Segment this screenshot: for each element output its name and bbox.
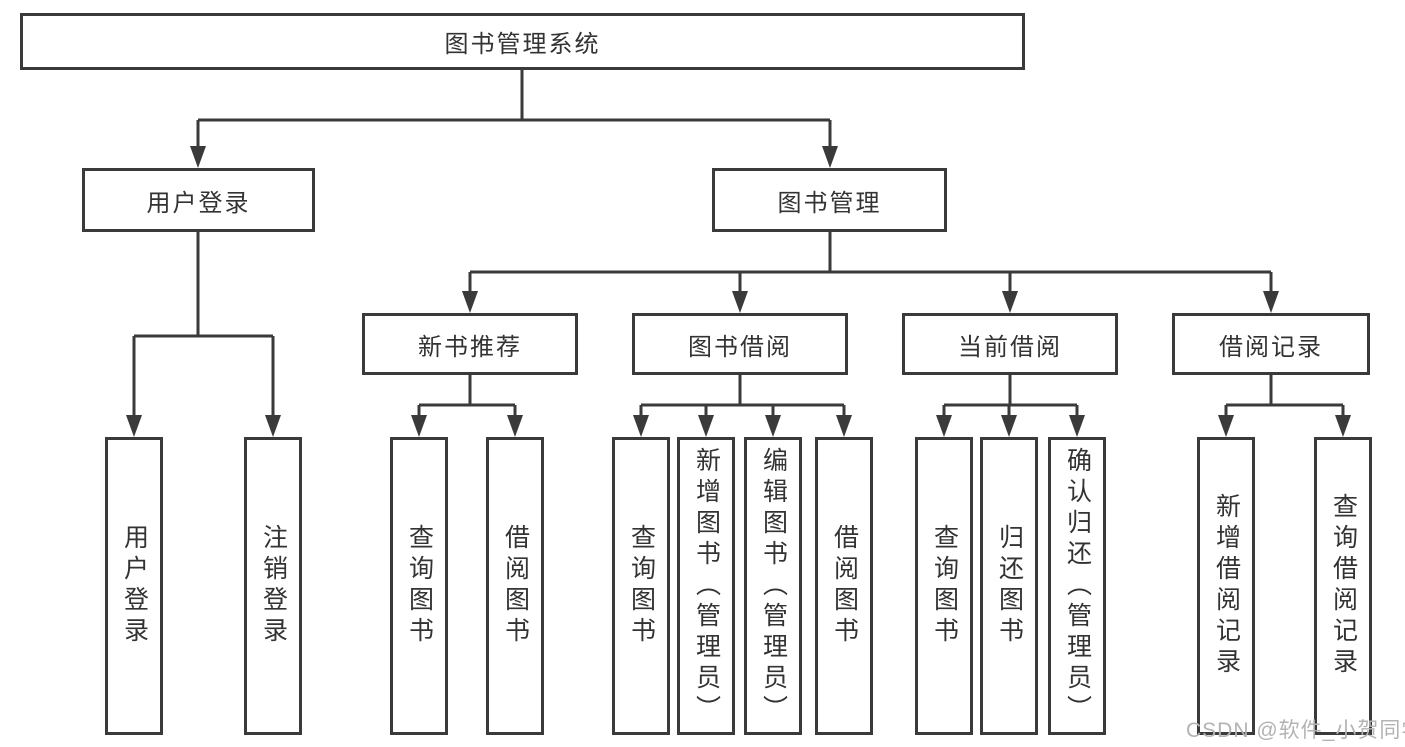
node-label: 编辑图书（管理员） (759, 446, 788, 726)
node-label: 图书管理 (777, 189, 882, 217)
node-label: 新书推荐 (418, 333, 522, 361)
connector-borrow-children (633, 375, 852, 437)
arrowhead-icon (1218, 415, 1234, 437)
connector-root-to-level2 (190, 70, 838, 168)
leaf-query-borrow-record: 查询借阅记录 (1314, 437, 1372, 735)
leaf-query-books: 查询图书 (390, 437, 448, 735)
node-label: 新增图书（管理员） (692, 446, 721, 726)
arrowhead-icon (265, 415, 281, 437)
node-label: 用户登录 (120, 524, 149, 648)
node-book-management: 图书管理 (712, 168, 947, 232)
arrowhead-icon (462, 291, 478, 313)
node-label: 借阅记录 (1219, 333, 1323, 361)
arrowhead-icon (836, 415, 852, 437)
arrowhead-icon (1263, 291, 1279, 313)
arrowhead-icon (1002, 291, 1018, 313)
leaf-query-books: 查询图书 (612, 437, 670, 735)
arrowhead-icon (1069, 415, 1085, 437)
arrowhead-icon (822, 146, 838, 168)
arrowhead-icon (1001, 415, 1017, 437)
connector-new-rec-children (411, 375, 523, 437)
connector-user-login-children (126, 232, 281, 437)
node-label: 图书管理系统 (444, 31, 601, 58)
node-label: 图书借阅 (688, 333, 792, 361)
leaf-logout: 注销登录 (244, 437, 302, 735)
node-label: 查询借阅记录 (1329, 493, 1358, 679)
node-label: 确认归还（管理员） (1063, 446, 1092, 726)
leaf-confirm-return-admin: 确认归还（管理员） (1048, 437, 1106, 735)
leaf-borrow-books: 借阅图书 (815, 437, 873, 735)
node-label: 查询图书 (405, 524, 434, 648)
node-library-system: 图书管理系统 (20, 13, 1025, 70)
csdn-watermark: CSDN @软件_小贺同学 (1186, 719, 1405, 742)
arrowhead-icon (732, 291, 748, 313)
node-label: 当前借阅 (958, 333, 1062, 361)
node-borrow-records: 借阅记录 (1172, 313, 1370, 375)
node-label: 借阅图书 (501, 524, 530, 648)
node-label: 新增借阅记录 (1212, 493, 1241, 679)
arrowhead-icon (190, 146, 206, 168)
leaf-borrow-books: 借阅图书 (486, 437, 544, 735)
arrowhead-icon (507, 415, 523, 437)
arrowhead-icon (411, 415, 427, 437)
leaf-add-books-admin: 新增图书（管理员） (677, 437, 735, 735)
leaf-query-books: 查询图书 (915, 437, 973, 735)
leaf-user-login: 用户登录 (105, 437, 163, 735)
leaf-return-books: 归还图书 (980, 437, 1038, 735)
node-label: 借阅图书 (830, 524, 859, 648)
arrowhead-icon (1335, 415, 1351, 437)
arrowhead-icon (633, 415, 649, 437)
arrowhead-icon (126, 415, 142, 437)
node-label: 注销登录 (259, 524, 288, 648)
node-label: 查询图书 (930, 524, 959, 648)
arrowhead-icon (936, 415, 952, 437)
node-label: 用户登录 (146, 189, 251, 217)
arrowhead-icon (765, 415, 781, 437)
connector-current-children (936, 375, 1085, 437)
node-current-borrow: 当前借阅 (902, 313, 1118, 375)
connector-book-mgmt-children (462, 232, 1279, 313)
node-book-borrow: 图书借阅 (632, 313, 848, 375)
node-label: 归还图书 (995, 524, 1024, 648)
node-label: 查询图书 (627, 524, 656, 648)
leaf-add-borrow-record: 新增借阅记录 (1197, 437, 1255, 735)
node-new-book-recommend: 新书推荐 (362, 313, 578, 375)
arrowhead-icon (698, 415, 714, 437)
connector-records-children (1218, 375, 1351, 437)
leaf-edit-books-admin: 编辑图书（管理员） (744, 437, 802, 735)
node-user-login: 用户登录 (82, 168, 315, 232)
